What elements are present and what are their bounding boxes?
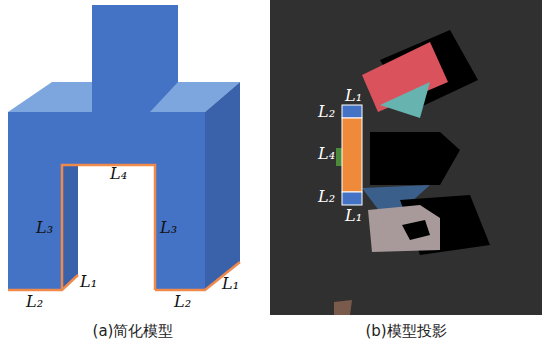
dimension-label: L₁ [345,88,362,104]
dimension-label: L₄ [110,166,127,182]
dimension-label: L₁ [222,276,239,292]
gripper-model [8,5,240,290]
dimension-label: L₁ [345,208,362,224]
dimension-label: L₂ [318,189,335,205]
dimension-label: L₃ [160,220,177,236]
dimension-label: L₄ [318,146,335,162]
subfigure-caption: (b)模型投影 [365,324,446,339]
dimension-label: L₂ [26,294,43,310]
subfigure-caption: (a)简化模型 [93,324,174,339]
dimension-label: L₃ [36,220,53,236]
projection-scene [270,0,542,315]
dimension-label: L₁ [80,274,97,290]
dimension-label: L₂ [174,294,191,310]
dimension-label: L₂ [318,104,335,120]
